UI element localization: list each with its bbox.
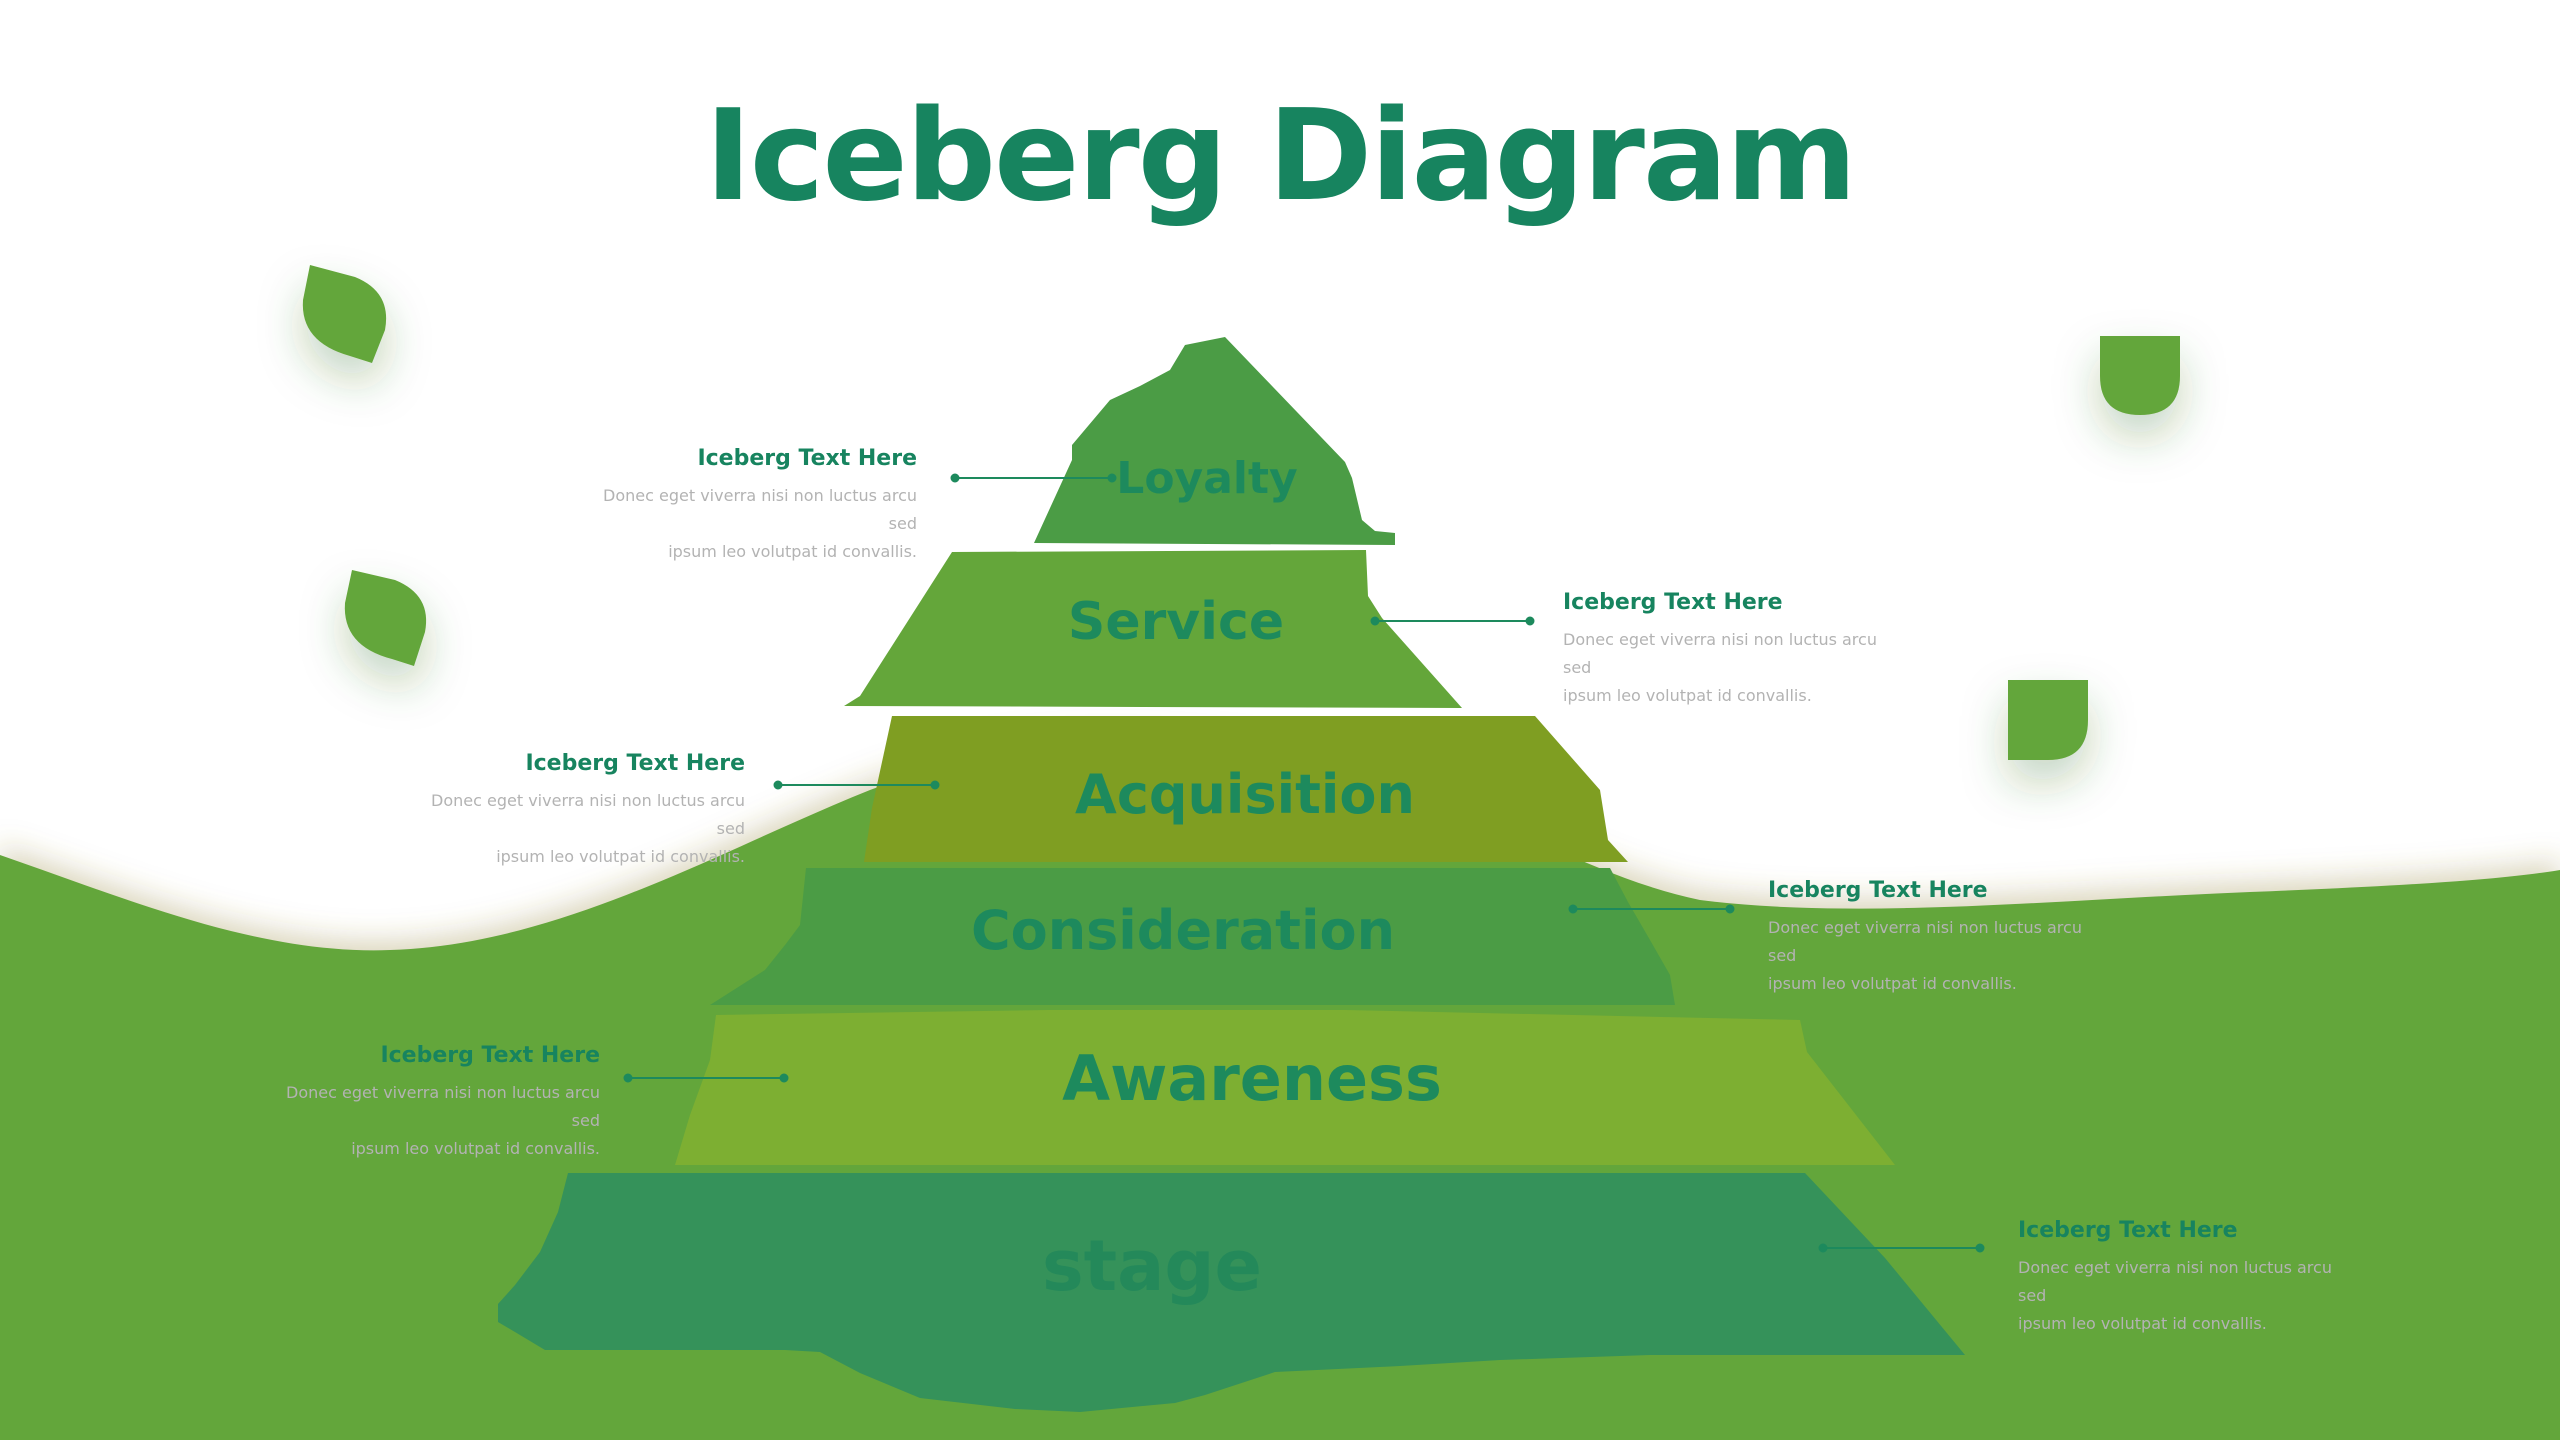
callout-stage: Iceberg Text Here Donec eget viverra nis… — [2018, 1216, 2358, 1338]
callout-body: Donec eget viverra nisi non luctus arcu … — [1563, 626, 1903, 710]
layer-shape-acquisition — [864, 716, 1628, 862]
callout-body: Donec eget viverra nisi non luctus arcu … — [405, 787, 745, 871]
callout-body-line: ipsum leo volutpat id convallis. — [351, 1139, 600, 1158]
connector-loyalty — [950, 473, 1117, 483]
layer-shape-consideration — [710, 868, 1675, 1005]
callout-heading: Iceberg Text Here — [1768, 878, 1988, 903]
layer-label-awareness: Awareness — [1062, 1042, 1442, 1115]
page-title: Iceberg Diagram — [704, 82, 1857, 229]
layer-label-stage: stage — [1042, 1225, 1262, 1307]
connector-consideration — [1568, 904, 1735, 914]
callout-heading: Iceberg Text Here — [2018, 1218, 2238, 1243]
layer-shape-service — [844, 550, 1462, 708]
layer-label-acquisition: Acquisition — [1075, 763, 1415, 826]
connector-stage — [1818, 1243, 1985, 1253]
connector-awareness — [623, 1073, 789, 1083]
layer-shape-stage — [498, 1173, 1965, 1412]
callout-body-line: ipsum leo volutpat id convallis. — [1563, 686, 1812, 705]
callout-body-line: ipsum leo volutpat id convallis. — [496, 847, 745, 866]
layer-label-consideration: Consideration — [971, 899, 1395, 962]
connector-acquisition — [773, 780, 940, 790]
callout-body: Donec eget viverra nisi non luctus arcu … — [2018, 1254, 2358, 1338]
layer-shape-loyalty — [1034, 337, 1395, 545]
leaf-icon — [344, 570, 427, 666]
callout-service: Iceberg Text Here Donec eget viverra nis… — [1563, 588, 1903, 710]
callout-heading: Iceberg Text Here — [380, 1043, 600, 1068]
callout-acquisition: Iceberg Text Here Donec eget viverra nis… — [405, 749, 745, 871]
callout-body-line: ipsum leo volutpat id convallis. — [2018, 1314, 2267, 1333]
callout-body-line: Donec eget viverra nisi non luctus arcu … — [2018, 1258, 2332, 1305]
callout-body-line: Donec eget viverra nisi non luctus arcu … — [603, 486, 917, 533]
callout-heading: Iceberg Text Here — [525, 751, 745, 776]
callout-heading: Iceberg Text Here — [697, 446, 917, 471]
leaf-icon — [2100, 336, 2180, 415]
callout-body: Donec eget viverra nisi non luctus arcu … — [260, 1079, 600, 1163]
layer-label-service: Service — [1068, 592, 1284, 652]
callout-body-line: ipsum leo volutpat id convallis. — [1768, 974, 2017, 993]
callout-awareness: Iceberg Text Here Donec eget viverra nis… — [260, 1041, 600, 1163]
callout-body-line: ipsum leo volutpat id convallis. — [668, 542, 917, 561]
callout-body-line: Donec eget viverra nisi non luctus arcu … — [1768, 918, 2082, 965]
callout-loyalty: Iceberg Text Here Donec eget viverra nis… — [577, 444, 917, 566]
callout-body-line: Donec eget viverra nisi non luctus arcu … — [286, 1083, 600, 1130]
callout-heading: Iceberg Text Here — [1563, 590, 1783, 615]
layer-label-loyalty: Loyalty — [1116, 453, 1297, 504]
callout-body: Donec eget viverra nisi non luctus arcu … — [577, 482, 917, 566]
callout-body-line: Donec eget viverra nisi non luctus arcu … — [431, 791, 745, 838]
layer-shape-awareness — [675, 1010, 1895, 1165]
callout-body-line: Donec eget viverra nisi non luctus arcu … — [1563, 630, 1877, 677]
callout-body: Donec eget viverra nisi non luctus arcu … — [1768, 914, 2108, 998]
connector-service — [1370, 616, 1535, 626]
leaf-icon — [302, 265, 387, 363]
callout-consideration: Iceberg Text Here Donec eget viverra nis… — [1768, 876, 2108, 998]
leaf-icon — [2008, 680, 2088, 760]
